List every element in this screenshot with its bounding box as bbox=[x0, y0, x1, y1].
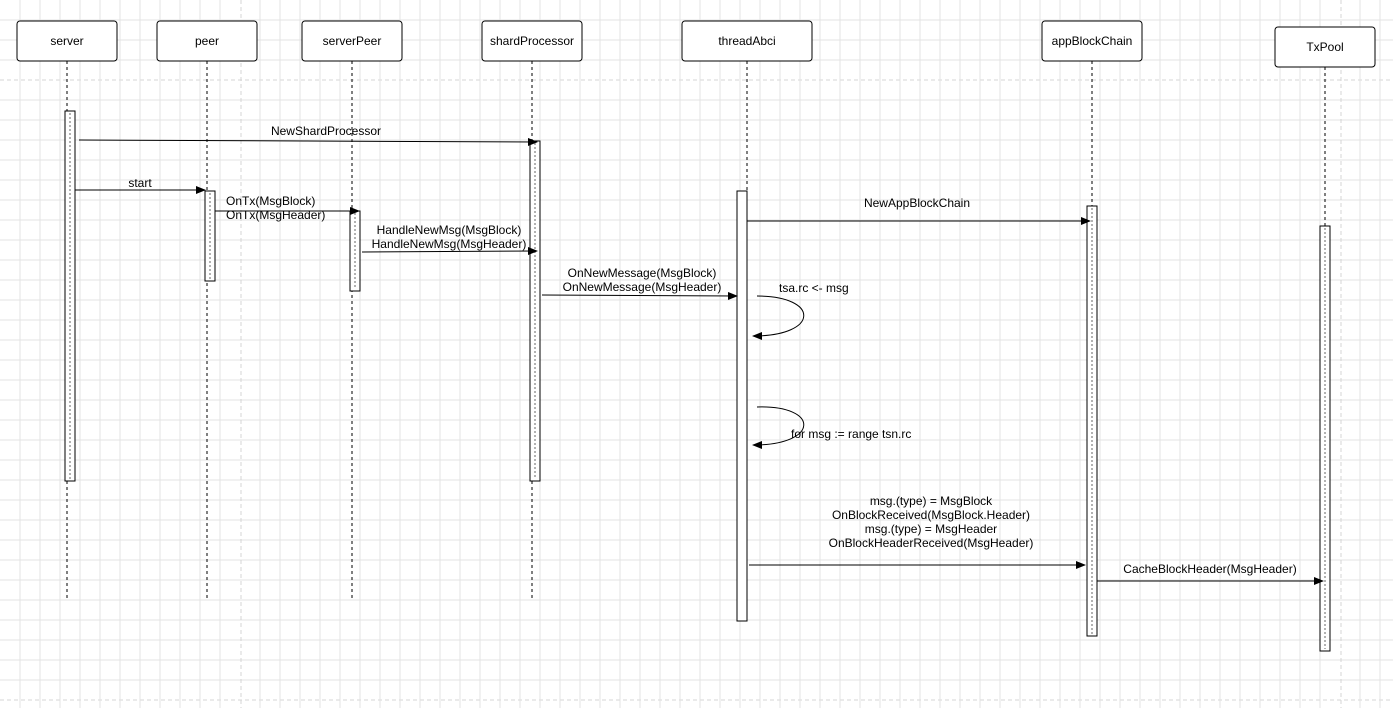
message-range-tsn-rc: for msg := range tsn.rc bbox=[752, 406, 911, 449]
message-label-line1: OnTx(MsgBlock) bbox=[226, 194, 315, 208]
message-label: start bbox=[128, 176, 152, 190]
lifelines bbox=[66, 61, 1326, 650]
message-label-line2: HandleNewMsg(MsgHeader) bbox=[372, 237, 527, 251]
activation-TxPool bbox=[1319, 225, 1331, 652]
message-new-shard-processor: NewShardProcessor bbox=[78, 124, 538, 146]
message-start: start bbox=[75, 176, 206, 194]
actor-shardProcessor[interactable]: shardProcessor bbox=[481, 20, 583, 62]
message-label-line4: OnBlockHeaderReceived(MsgHeader) bbox=[829, 536, 1034, 550]
message-label-line3: msg.(type) = MsgHeader bbox=[865, 522, 997, 536]
message-tsa-rc-send: tsa.rc <- msg bbox=[752, 281, 849, 340]
actor-serverPeer[interactable]: serverPeer bbox=[301, 20, 403, 62]
actor-peer-label: peer bbox=[195, 34, 219, 48]
message-label-line1: OnNewMessage(MsgBlock) bbox=[568, 266, 717, 280]
actor-TxPool-label: TxPool bbox=[1306, 40, 1343, 54]
actor-server[interactable]: server bbox=[16, 20, 118, 62]
message-label: for msg := range tsn.rc bbox=[791, 427, 911, 441]
message-handle-new-msg: HandleNewMsg(MsgBlock) HandleNewMsg(MsgH… bbox=[361, 223, 538, 256]
message-label: tsa.rc <- msg bbox=[779, 281, 849, 295]
message-label: NewAppBlockChain bbox=[864, 196, 970, 210]
activation-threadAbci bbox=[736, 190, 748, 622]
message-on-new-message: OnNewMessage(MsgBlock) OnNewMessage(MsgH… bbox=[541, 266, 738, 300]
message-label: NewShardProcessor bbox=[271, 124, 381, 138]
message-new-app-block-chain: NewAppBlockChain bbox=[747, 196, 1091, 225]
message-cache-block-header: CacheBlockHeader(MsgHeader) bbox=[1097, 562, 1324, 585]
message-label-line1: HandleNewMsg(MsgBlock) bbox=[377, 223, 522, 237]
message-on-tx: OnTx(MsgBlock) OnTx(MsgHeader) bbox=[215, 194, 360, 222]
message-label: CacheBlockHeader(MsgHeader) bbox=[1123, 562, 1296, 576]
actor-serverPeer-label: serverPeer bbox=[323, 34, 382, 48]
activation-server bbox=[64, 110, 76, 482]
actor-appBlockChain-label: appBlockChain bbox=[1052, 34, 1133, 48]
actor-threadAbci[interactable]: threadAbci bbox=[681, 20, 813, 62]
actor-server-label: server bbox=[50, 34, 83, 48]
message-label-line2: OnTx(MsgHeader) bbox=[226, 208, 325, 222]
message-label-line2: OnBlockReceived(MsgBlock.Header) bbox=[832, 508, 1030, 522]
activation-peer bbox=[204, 190, 216, 282]
actor-peer[interactable]: peer bbox=[156, 20, 258, 62]
message-label-line2: OnNewMessage(MsgHeader) bbox=[563, 280, 722, 294]
actor-appBlockChain[interactable]: appBlockChain bbox=[1041, 20, 1143, 62]
message-on-block-received: msg.(type) = MsgBlock OnBlockReceived(Ms… bbox=[749, 494, 1086, 569]
message-label-line1: msg.(type) = MsgBlock bbox=[870, 494, 993, 508]
actor-threadAbci-label: threadAbci bbox=[718, 34, 775, 48]
actor-TxPool[interactable]: TxPool bbox=[1274, 26, 1376, 68]
actor-shardProcessor-label: shardProcessor bbox=[490, 34, 574, 48]
